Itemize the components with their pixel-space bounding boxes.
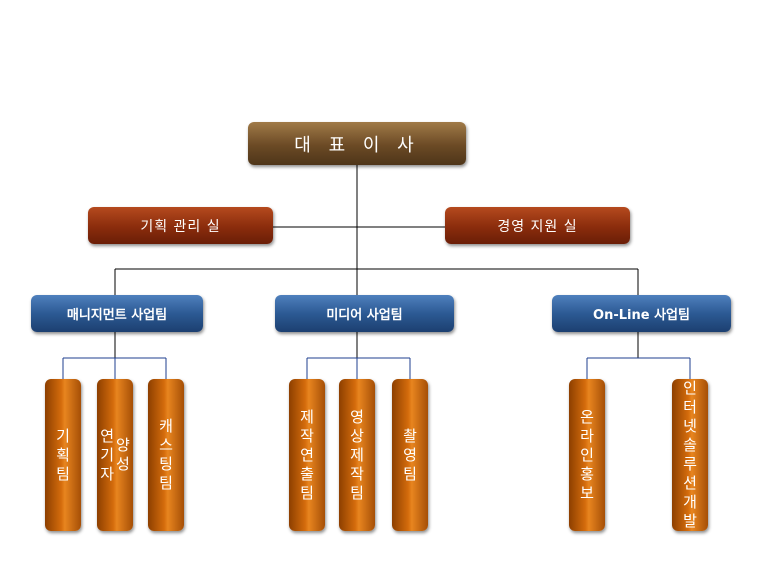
online-division-box: On-Line 사업팀	[552, 295, 731, 332]
online-division-label: On-Line 사업팀	[593, 308, 690, 323]
management-division-box: 매니지먼트 사업팀	[31, 295, 203, 332]
management-support-office-box: 경영 지원 실	[445, 207, 630, 244]
main-connectors	[114, 165, 639, 358]
media-division-label: 미디어 사업팀	[326, 308, 403, 323]
media-division-box: 미디어 사업팀	[275, 295, 454, 332]
ceo-box: 대 표 이 사	[248, 122, 466, 165]
team-connectors	[62, 357, 691, 379]
planning-office-box: 기획 관리 실	[88, 207, 273, 244]
ceo-label: 대 표 이 사	[294, 134, 420, 156]
planning-office-label: 기획 관리 실	[140, 218, 221, 235]
management-division-label: 매니지먼트 사업팀	[66, 308, 168, 323]
management-support-office-label: 경영 지원 실	[497, 218, 578, 235]
